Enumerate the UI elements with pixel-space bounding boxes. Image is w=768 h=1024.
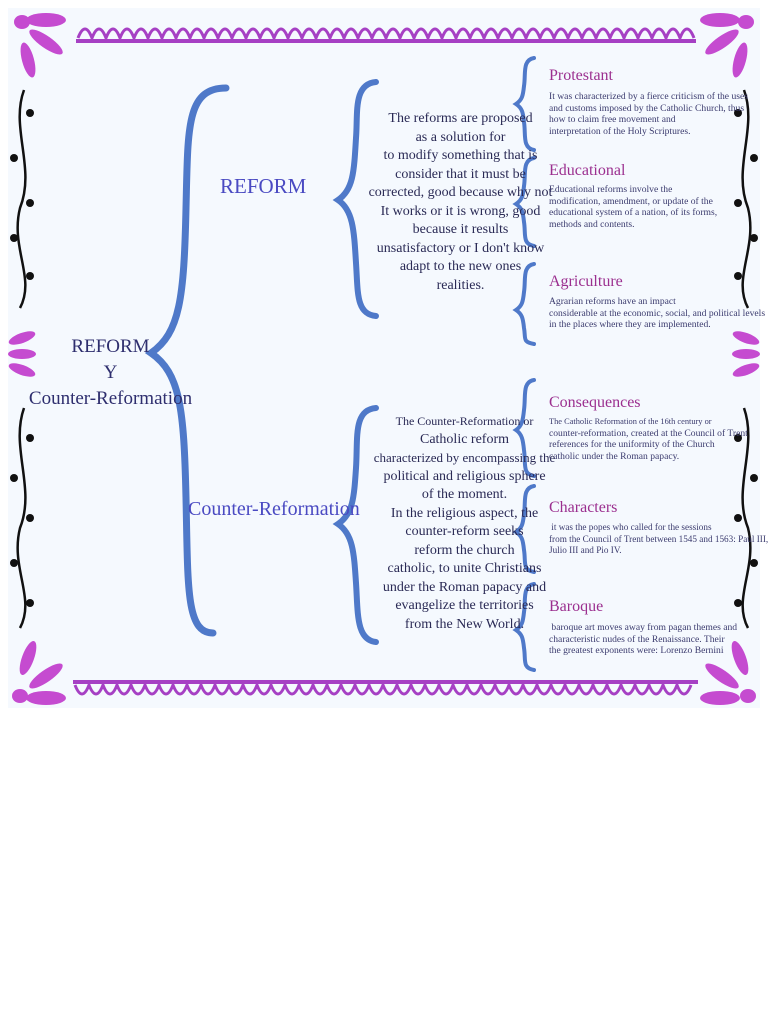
flower-left-middle: [8, 331, 36, 377]
flower-bottom-left: [12, 640, 66, 705]
description-line: interpretation of the Holy Scriptures.: [549, 126, 691, 138]
description-line: Educational reforms involve the: [549, 184, 673, 195]
protestant-description: It was characterized by a fierce critici…: [549, 91, 748, 138]
description-line: Julio III and Pio IV.: [549, 545, 622, 556]
description-line: modification, amendment, or update of th…: [549, 195, 713, 207]
description-line: references for the uniformity of the Chu…: [549, 439, 715, 451]
counter-reformation-definition: The Counter-Reformation or Catholic refo…: [372, 412, 557, 634]
main-brace: [144, 84, 230, 637]
description-line: It was characterized by a fierce critici…: [549, 91, 748, 102]
agriculture-description: Agrarian reforms have an impact consider…: [549, 296, 765, 331]
description-line: from the Council of Trent between 1545 a…: [549, 533, 768, 544]
brace-educational: [512, 156, 536, 248]
characters-description: it was the popes who called for the sess…: [549, 522, 768, 557]
decorative-frame: [8, 13, 760, 705]
description-line: baroque art moves away from pagan themes…: [549, 622, 738, 633]
definition-line: adapt to the new ones: [399, 259, 522, 274]
description-line: and customs imposed by the Catholic Chur…: [549, 102, 745, 114]
definition-line: The Counter-Reformation or: [395, 414, 534, 428]
brace-baroque: [512, 582, 536, 672]
definition-line: counter-reform seeks: [405, 524, 524, 539]
definition-line: of the moment.: [421, 487, 508, 502]
main-title: REFORM Y Counter-Reformation: [18, 334, 203, 412]
description-line: the greatest exponents were: Lorenzo Ber…: [549, 645, 724, 657]
reform-label: REFORM: [220, 174, 307, 198]
description-line: catholic under the Roman papacy.: [549, 451, 680, 463]
definition-line: characterized by encompassing the: [373, 450, 556, 465]
flower-top-left: [14, 13, 66, 78]
definition-line: evangelize the territories: [395, 598, 534, 613]
brace-consequences: [512, 378, 536, 478]
description-line: educational system of a nation, of its f…: [549, 207, 718, 219]
definition-line: corrected, good because why not: [368, 185, 553, 200]
definition-line: political and religious sphere: [383, 468, 546, 484]
side-dots: [10, 109, 758, 607]
brace-characters: [512, 484, 536, 574]
educational-description: Educational reforms involve the modifica…: [549, 184, 717, 231]
description-line: Agrarian reforms have an impact: [549, 296, 676, 307]
definition-line: under the Roman papacy and: [382, 579, 547, 595]
flower-bottom-right: [700, 640, 756, 705]
reform-brace: [332, 79, 379, 319]
definition-line: consider that it must be: [395, 166, 526, 182]
description-line: considerable at the economic, social, an…: [549, 307, 766, 319]
definition-line: catholic, to unite Christians: [387, 561, 542, 576]
definition-line: to modify something that is: [383, 148, 538, 163]
protestant-heading: Protestant: [549, 67, 613, 84]
definition-line: as a solution for: [415, 129, 506, 145]
main-title-line: REFORM: [71, 336, 150, 357]
consequences-description: The Catholic Reformation of the 16th cen…: [549, 416, 748, 463]
definition-line: because it results: [412, 222, 509, 237]
reform-definition: The reforms are proposed as a solution f…: [368, 110, 553, 295]
definition-line: Catholic reform: [419, 431, 510, 447]
consequences-heading: Consequences: [549, 394, 641, 411]
definition-line: The reforms are proposed: [388, 111, 533, 126]
side-dotted-vines: [16, 89, 752, 629]
braces: [144, 56, 536, 672]
description-line: characteristic nudes of the Renaissance.…: [549, 633, 725, 645]
baroque-heading: Baroque: [549, 598, 604, 615]
flower-right-middle: [732, 331, 760, 377]
brace-agriculture: [512, 262, 536, 346]
description-line: in the places where they are implemented…: [549, 319, 711, 331]
agriculture-heading: Agriculture: [549, 273, 623, 290]
brace-protestant: [512, 56, 536, 152]
bottom-scallop-border: [73, 680, 698, 696]
definition-line: realities.: [436, 277, 485, 293]
definition-line: from the New World.: [404, 616, 525, 632]
definition-line: unsatisfactory or I don't know: [376, 240, 545, 256]
main-title-line: Y: [103, 362, 118, 383]
description-line: it was the popes who called for the sess…: [549, 522, 712, 532]
top-scallop-border: [76, 27, 696, 43]
baroque-description: baroque art moves away from pagan themes…: [549, 622, 737, 657]
description-line: The Catholic Reformation of the 16th cen…: [549, 417, 712, 426]
main-title-line: Counter-Reformation: [28, 388, 193, 409]
mind-map-card: REFORM Y Counter-Reformation REFORM Coun…: [8, 8, 768, 708]
definition-line: In the religious aspect, the: [390, 505, 539, 521]
counter-brace: [332, 405, 379, 645]
characters-heading: Characters: [549, 499, 618, 516]
counter-reformation-label: Counter-Reformation: [188, 498, 360, 520]
definition-line: reform the church: [414, 542, 515, 558]
description-line: methods and contents.: [549, 219, 635, 231]
description-line: how to claim free movement and: [549, 114, 676, 126]
definition-line: It works or it is wrong, good: [380, 203, 541, 219]
flower-top-right: [700, 13, 754, 78]
description-line: counter-reformation, created at the Coun…: [549, 427, 748, 439]
educational-heading: Educational: [549, 162, 626, 179]
